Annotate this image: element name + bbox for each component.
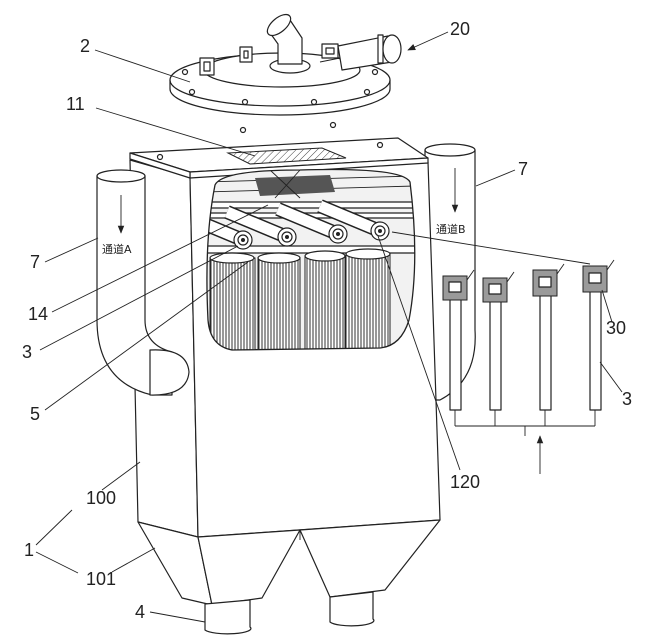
filter-cartridge — [257, 257, 301, 350]
lid-assembly — [169, 13, 402, 116]
valve-pipes — [442, 259, 615, 436]
elbow-opening — [266, 13, 292, 37]
left-hopper-front — [197, 529, 301, 606]
label-4: 4 — [135, 602, 145, 622]
lid-hub — [266, 13, 311, 74]
label-3-right: 3 — [622, 389, 632, 409]
right-outlet-spout — [329, 591, 375, 627]
lid-handles — [199, 43, 339, 76]
air-manifold — [454, 410, 596, 436]
filter-cartridge — [345, 253, 391, 350]
blow-tubes — [206, 199, 383, 247]
exhaust-pipe — [319, 34, 402, 71]
upper-mechanism — [206, 169, 415, 199]
left-outlet-spout — [204, 599, 252, 635]
top-plate-opening — [226, 147, 347, 165]
hoppers — [137, 519, 441, 606]
plate-bolt — [239, 126, 247, 134]
plate-bolt — [156, 153, 164, 161]
flow-arrow-20 — [407, 31, 449, 51]
filter-cartridge — [304, 255, 346, 350]
label-120: 120 — [450, 472, 480, 492]
valve-pipe — [532, 263, 565, 411]
leader-lines — [35, 49, 623, 623]
label-1: 1 — [24, 540, 34, 560]
nozzles — [233, 221, 390, 250]
label-100: 100 — [86, 488, 116, 508]
label-7-right: 7 — [518, 159, 528, 179]
label-channel-b: 通道B — [436, 222, 466, 236]
outlet-spouts — [204, 591, 375, 635]
valve-pipe — [582, 259, 615, 411]
channel-b-pipe — [424, 143, 476, 401]
label-7-left: 7 — [30, 252, 40, 272]
plate-bolt — [376, 141, 384, 149]
label-11: 11 — [66, 94, 85, 114]
filter-cartridges — [209, 248, 391, 350]
cutaway-window — [206, 168, 416, 351]
label-2: 2 — [80, 36, 90, 56]
channel-a-inlet — [149, 349, 190, 396]
channel-a-pipe — [96, 169, 190, 396]
valve-pipe — [482, 271, 515, 411]
right-hopper-front — [299, 519, 441, 598]
plate-bolt — [329, 121, 337, 129]
label-101: 101 — [86, 569, 116, 589]
label-5: 5 — [30, 404, 40, 424]
label-30: 30 — [606, 318, 626, 338]
label-14: 14 — [28, 304, 48, 324]
label-20: 20 — [450, 19, 470, 39]
label-channel-a: 通道A — [102, 242, 132, 256]
valve-pipe — [442, 269, 475, 411]
label-3-left: 3 — [22, 342, 32, 362]
